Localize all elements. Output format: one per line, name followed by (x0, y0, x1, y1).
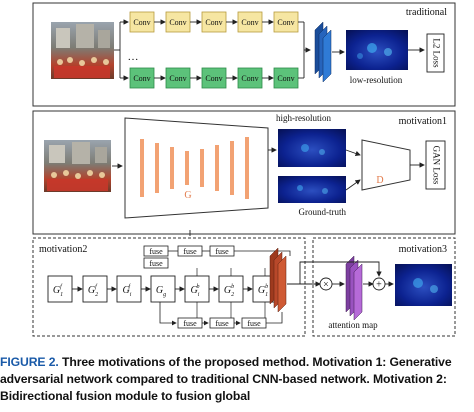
low-resolution-map (346, 30, 408, 70)
generator-label: G (184, 190, 191, 201)
block-label-7: G1b (258, 284, 268, 298)
motivation2-panel (32, 237, 306, 337)
l2-loss-box (426, 33, 445, 73)
generator-bars (140, 137, 249, 199)
bottom-conv-label-1: Conv (133, 74, 150, 83)
caption-text: Three motivations of the proposed method… (0, 355, 452, 403)
generator-bar-7 (230, 141, 234, 195)
caption-figure-label: FIGURE 2. (0, 355, 59, 369)
fuse-label-4: fuse (149, 259, 163, 268)
fuse-bottom-feed (159, 302, 177, 326)
ground-truth-label: Ground-truth (299, 207, 347, 217)
motivation3-label: motivation3 (399, 244, 447, 255)
block-2 (82, 275, 108, 303)
block-label-2: G2f (88, 283, 98, 298)
motivation2-fuse-modules: fuse fuse fuse fuse fuse fuse fuse (143, 245, 291, 329)
merge-arrows (298, 21, 311, 79)
high-resolution-label: high-resolution (276, 113, 331, 123)
conv-chain-bottom: Conv Conv Conv Conv Conv (129, 67, 299, 89)
fuse-label-7: fuse (247, 319, 261, 328)
arrow-gt-to-d (345, 179, 361, 191)
fuse-label-6: fuse (215, 319, 229, 328)
block-1 (47, 275, 73, 303)
block-label-5: Gib (191, 284, 200, 298)
low-resolution-label: low-resolution (350, 75, 403, 85)
feature-stack-red (269, 247, 287, 313)
gan-loss-label: GAN Loss (431, 146, 441, 185)
residual-skip-arrow (299, 261, 382, 284)
top-conv-label-5: Conv (277, 18, 294, 27)
multiply-symbol: × (323, 280, 329, 291)
motivation2-label: motivation2 (39, 244, 87, 255)
block-label-6: G2b (224, 284, 234, 298)
attention-stack (345, 255, 363, 321)
ground-truth-map (278, 176, 346, 203)
block-5 (184, 275, 210, 303)
generator-bar-4 (185, 151, 189, 185)
fuse-label-1: fuse (149, 247, 163, 256)
conv-chain-top: Conv Conv Conv Conv Conv (129, 11, 299, 33)
top-conv-label-2: Conv (169, 18, 186, 27)
fuse-label-3: fuse (215, 247, 229, 256)
bottom-conv-label-3: Conv (205, 74, 222, 83)
add-symbol: + (376, 280, 382, 291)
input-crowd-photo-1 (51, 22, 114, 79)
discriminator-label: D (376, 175, 383, 186)
motivation1-label: motivation1 (399, 116, 447, 127)
top-conv-label-1: Conv (133, 18, 150, 27)
attention-map-label: attention map (328, 320, 378, 330)
high-resolution-map (278, 129, 346, 167)
fuse-box-4 (143, 257, 169, 269)
generator-bar-5 (200, 149, 204, 187)
generator-bar-6 (215, 145, 219, 191)
fuse-bottom-to-stack (266, 312, 283, 324)
traditional-label: traditional (406, 7, 447, 18)
motivation2-blocks: G1f G2f Gif Gg Gib G2b G1b (47, 275, 278, 303)
ellipsis-dots: … (128, 51, 139, 63)
block-label-4: Gg (156, 285, 166, 298)
bottom-conv-label-5: Conv (277, 74, 294, 83)
input-split-arrows (114, 19, 129, 81)
gan-loss-box (425, 140, 446, 190)
generator-bar-8 (245, 137, 249, 199)
l2-loss-label: L2 Loss (431, 38, 441, 68)
generator-bar-2 (155, 143, 159, 193)
traditional-panel (32, 2, 456, 107)
figure-caption: FIGURE 2. Three motivations of the propo… (0, 354, 474, 412)
top-conv-label-3: Conv (205, 18, 222, 27)
motivation3-panel (312, 237, 456, 337)
fuse-top-to-stack (234, 250, 291, 256)
top-conv-label-4: Conv (241, 18, 258, 27)
input-crowd-photo-2 (44, 140, 111, 192)
bottom-conv-label-4: Conv (241, 74, 258, 83)
block-label-3: Gif (123, 283, 132, 298)
fuse-label-2: fuse (183, 247, 197, 256)
generator-bar-1 (140, 139, 144, 197)
feature-stack-blue (314, 21, 332, 83)
bottom-conv-label-2: Conv (169, 74, 186, 83)
discriminator-block (361, 139, 411, 191)
output-density-map (395, 264, 452, 306)
motivation1-panel (32, 110, 456, 235)
arrow-highres-to-d (345, 149, 361, 157)
fuse-label-5: fuse (183, 319, 197, 328)
block-4 (150, 275, 176, 303)
block-label-1: G1f (53, 283, 63, 298)
generator-bar-3 (170, 147, 174, 189)
